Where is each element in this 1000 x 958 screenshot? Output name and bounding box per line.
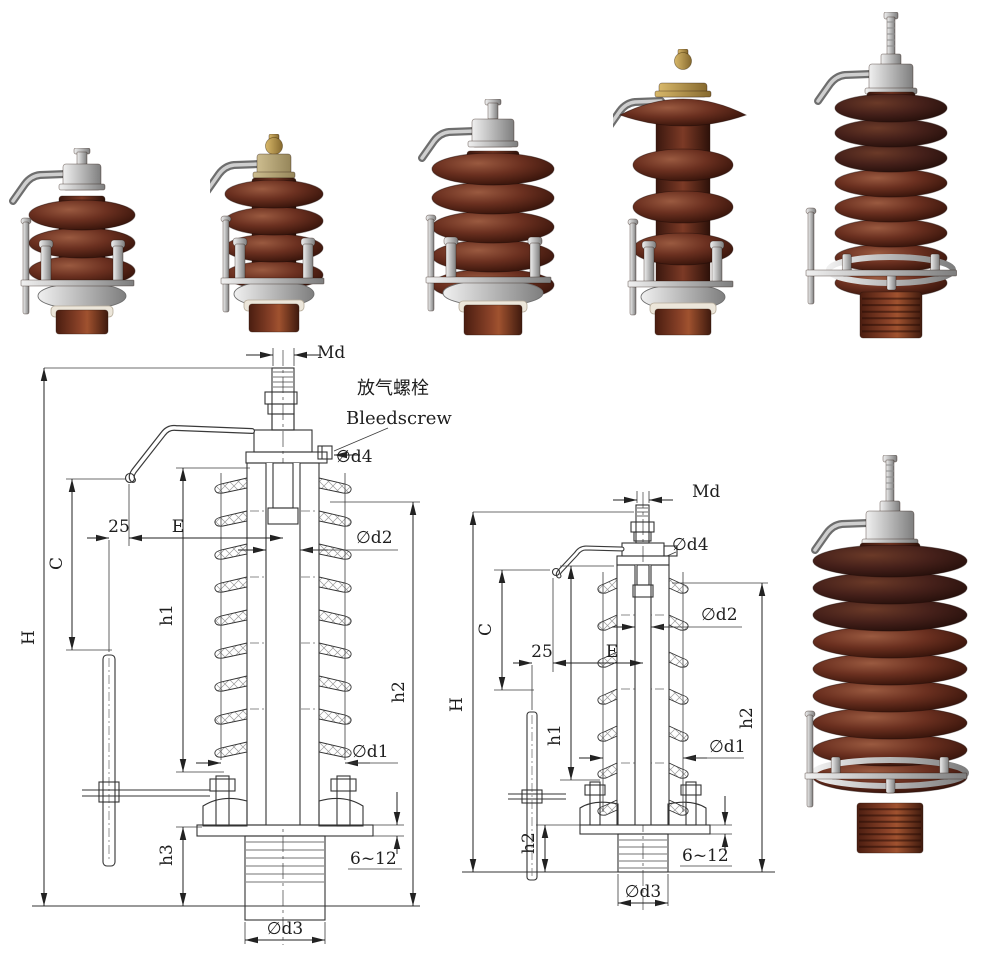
dim-plate-left: 6~12 bbox=[350, 849, 397, 869]
dim-d4-left: ∅d4 bbox=[336, 447, 373, 467]
mounting-plate-right bbox=[579, 824, 711, 835]
product-photo-arrester-3-sheds bbox=[8, 147, 148, 336]
dim-d2-left: ∅d2 bbox=[356, 528, 393, 548]
dim-h-right: H bbox=[447, 697, 467, 712]
dim-d1-right: ∅d1 bbox=[709, 737, 746, 757]
bleed-screw-right bbox=[663, 545, 678, 557]
middle-technical-drawing: Md ∅d4 H C 25 E ∅d2 h1 bbox=[447, 482, 775, 910]
product-photo-arrester-8-sheds bbox=[785, 11, 997, 342]
dim-h2-bottom-right: h2 bbox=[519, 832, 539, 854]
product-photo-arrester-column bbox=[604, 48, 753, 337]
dim-e-left: E bbox=[172, 517, 184, 537]
dim-h2-left: h2 bbox=[389, 681, 409, 703]
dim-h1-right: h1 bbox=[545, 724, 565, 746]
dim-h-left: H bbox=[19, 630, 39, 645]
product-photo-arrester-9-sheds bbox=[786, 454, 994, 857]
dim-md-right: Md bbox=[692, 482, 720, 502]
dim-h2-side-right: h2 bbox=[737, 707, 757, 729]
lead-wire-left bbox=[128, 424, 255, 483]
dim-d2-right: ∅d2 bbox=[701, 605, 738, 625]
dim-25-left: 25 bbox=[108, 517, 130, 537]
dim-plate-right: 6~12 bbox=[682, 846, 729, 866]
label-bleed-en: Bleedscrew bbox=[346, 408, 452, 429]
dim-h3-left: h3 bbox=[157, 844, 177, 866]
dim-d1-left: ∅d1 bbox=[352, 742, 389, 762]
label-bleed-cn: 放气螺栓 bbox=[357, 378, 429, 399]
dim-d3-left: ∅d3 bbox=[267, 919, 304, 939]
left-technical-drawing: Md 放气螺栓 Bleedscrew ∅d4 H C 25 E ∅d2 bbox=[19, 343, 452, 945]
dim-md-left: Md bbox=[317, 343, 345, 363]
dim-25-right: 25 bbox=[531, 642, 553, 662]
dim-c-right: C bbox=[476, 623, 496, 636]
dim-d4-right: ∅d4 bbox=[672, 535, 709, 555]
dim-c-left: C bbox=[47, 557, 67, 570]
mounting-plate-left bbox=[196, 824, 374, 837]
product-photo-arrester-4-sheds bbox=[203, 133, 338, 334]
product-photo-arrester-5-sheds bbox=[413, 98, 569, 337]
dim-h1-left: h1 bbox=[157, 604, 177, 626]
dim-d3-right: ∅d3 bbox=[625, 882, 662, 902]
dim-e-right: E bbox=[606, 642, 618, 662]
